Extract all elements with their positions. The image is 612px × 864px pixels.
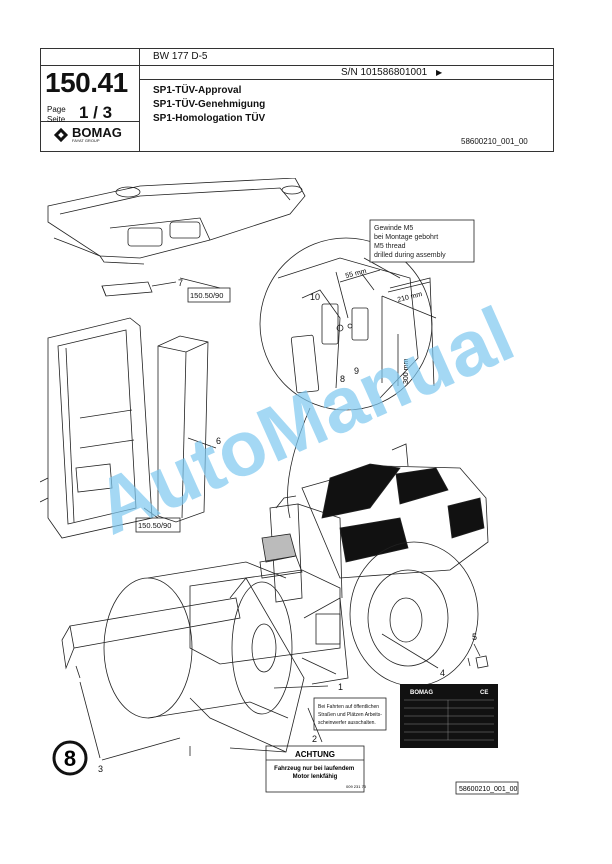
label-10: 10 bbox=[310, 292, 320, 302]
label-3: 3 bbox=[98, 764, 103, 774]
sign-work-lights-text: Bei Fahrten auf öffentlichen Straßen und… bbox=[318, 704, 383, 726]
dim-210: 210 mm bbox=[397, 291, 423, 304]
sign-work-lights bbox=[313, 697, 387, 731]
ref-mid: 150.50/90 bbox=[138, 521, 171, 530]
divider bbox=[139, 79, 554, 80]
divider bbox=[41, 65, 139, 66]
label-2: 2 bbox=[312, 734, 317, 744]
page-fraction: 1 / 3 bbox=[79, 103, 113, 122]
badge-circle bbox=[52, 740, 88, 776]
divider bbox=[41, 121, 139, 122]
part-6 bbox=[157, 335, 209, 523]
brand-name: BOMAG bbox=[72, 125, 122, 140]
dim-300: 300 mm bbox=[403, 359, 410, 384]
title-en: SP1-TÜV-Approval bbox=[153, 85, 242, 96]
part-7 bbox=[101, 281, 153, 297]
arrow-right-icon: ▶ bbox=[435, 68, 443, 77]
plate-ce-mark: CE bbox=[480, 690, 488, 696]
label-8: 8 bbox=[340, 374, 345, 384]
part-5-bolt bbox=[475, 655, 489, 669]
divider bbox=[139, 49, 140, 152]
badge-number: 8 bbox=[64, 746, 76, 771]
cab-door bbox=[40, 317, 153, 539]
ref-top: 150.50/90 bbox=[190, 291, 223, 300]
plate-brand: BOMAG bbox=[410, 690, 433, 696]
page-label: Page Seite bbox=[47, 105, 66, 124]
achtung-text: Fahrzeug nur bei laufendem Motor lenkfäh… bbox=[274, 766, 356, 780]
callout-box bbox=[369, 219, 475, 263]
roller-machine bbox=[61, 443, 489, 756]
doc-id: 58600210_001_00 bbox=[461, 137, 528, 146]
title-fr: SP1-Homologation TÜV bbox=[153, 113, 266, 124]
label-6: 6 bbox=[216, 436, 221, 446]
model-name: BW 177 D-5 bbox=[153, 51, 208, 62]
bomag-logo: BOMAG FAYAT GROUP bbox=[53, 125, 122, 143]
achtung-code: 009 231 73 bbox=[346, 784, 367, 789]
label-5: 5 bbox=[472, 632, 477, 642]
document-titles: SP1-TÜV-Approval SP1-TÜV-Genehmigung SP1… bbox=[153, 84, 265, 126]
footer-id: 58600210_001_00 bbox=[459, 786, 518, 793]
dim-55: 55 mm bbox=[345, 268, 368, 280]
brand-sub: FAYAT GROUP bbox=[72, 138, 100, 143]
title-de: SP1-TÜV-Genehmigung bbox=[153, 99, 266, 110]
serial-number: S/N 101586801001 ▶ bbox=[341, 67, 443, 78]
achtung-title: ACHTUNG bbox=[295, 750, 335, 759]
technical-drawing: BOMAG CE Gewinde M5 bei Montage gebohrt … bbox=[40, 178, 519, 795]
callout-text: Gewinde M5 bei Montage gebohrt M5 thread… bbox=[374, 225, 446, 259]
rating-plate: BOMAG CE bbox=[400, 684, 498, 748]
label-1: 1 bbox=[338, 682, 343, 692]
label-9: 9 bbox=[354, 366, 359, 376]
label-4: 4 bbox=[440, 668, 445, 678]
cab-roof bbox=[47, 178, 306, 265]
sign-achtung bbox=[265, 745, 365, 793]
label-7: 7 bbox=[178, 278, 183, 288]
page-number: 150.41 bbox=[45, 67, 128, 98]
bomag-diamond-icon bbox=[53, 127, 69, 143]
title-block: 150.41 Page Seite 1 / 3 BOMAG FAYAT GROU… bbox=[40, 48, 554, 152]
divider bbox=[139, 65, 554, 66]
